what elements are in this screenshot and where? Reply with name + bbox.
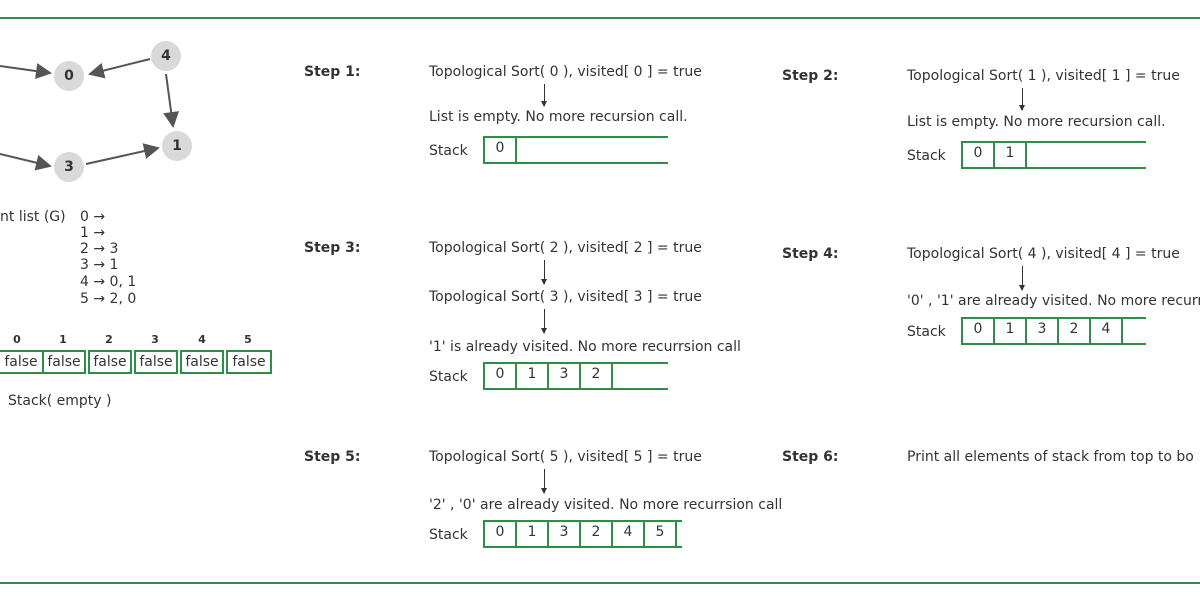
graph-node-0: 0 <box>54 61 84 91</box>
step-1-label: Step 1: <box>304 64 361 80</box>
stack-cell: 0 <box>485 362 517 390</box>
stack-cell: 2 <box>581 520 613 548</box>
adjacency-row-0: 0 → <box>80 209 106 225</box>
step-5-note: '2' , '0' are already visited. No more r… <box>429 497 783 513</box>
stack-cell: 1 <box>995 141 1027 169</box>
visited-index: 1 <box>59 333 67 346</box>
edge-4-to-1 <box>163 73 180 128</box>
adjacency-row-2: 2 → 3 <box>80 241 119 257</box>
visited-index: 0 <box>13 333 21 346</box>
step-1-stack: 0 <box>483 136 668 164</box>
adjacency-list-label: nt list (G) <box>0 209 66 225</box>
stack-cell: 4 <box>613 520 645 548</box>
step-2-call: Topological Sort( 1 ), visited[ 1 ] = tr… <box>907 68 1180 84</box>
visited-cell: false <box>88 350 132 374</box>
step-5-stack: 0 1 3 2 4 5 <box>483 520 682 548</box>
step-3-stack-label: Stack <box>429 369 468 385</box>
stack-cell: 0 <box>963 317 995 345</box>
step-1-call: Topological Sort( 0 ), visited[ 0 ] = tr… <box>429 64 702 80</box>
visited-cell: false <box>42 350 86 374</box>
stack-cell: 4 <box>1091 317 1123 345</box>
visited-index: 2 <box>105 333 113 346</box>
step-1-arrow <box>541 84 547 107</box>
step-4-label: Step 4: <box>782 246 839 262</box>
edge-2-to-3 <box>0 153 52 171</box>
step-3-label: Step 3: <box>304 240 361 256</box>
step-4-call: Topological Sort( 4 ), visited[ 4 ] = tr… <box>907 246 1180 262</box>
graph-edges <box>0 58 180 171</box>
step-6-label: Step 6: <box>782 449 839 465</box>
stack-cell: 1 <box>995 317 1027 345</box>
step-3-stack: 0 1 3 2 <box>483 362 668 390</box>
step-4-stack: 0 1 3 2 4 <box>961 317 1146 345</box>
visited-cell: false <box>226 350 272 374</box>
step-3-arrow-2 <box>541 309 547 334</box>
step-4-arrow <box>1019 266 1025 291</box>
step-5-arrow <box>541 469 547 494</box>
stack-cell: 1 <box>517 520 549 548</box>
visited-cell: false <box>134 350 178 374</box>
adjacency-row-3: 3 → 1 <box>80 257 119 273</box>
initial-stack-label: Stack( empty ) <box>8 393 112 409</box>
bottom-rule <box>0 582 1200 584</box>
visited-index: 4 <box>198 333 206 346</box>
stack-cell: 3 <box>549 362 581 390</box>
graph-node-1: 1 <box>162 131 192 161</box>
stack-cell: 0 <box>485 520 517 548</box>
step-1-stack-label: Stack <box>429 143 468 159</box>
step-5-label: Step 5: <box>304 449 361 465</box>
step-2-label: Step 2: <box>782 68 839 84</box>
step-2-stack: 0 1 <box>961 141 1146 169</box>
stack-cell: 2 <box>581 362 613 390</box>
step-5-call: Topological Sort( 5 ), visited[ 5 ] = tr… <box>429 449 702 465</box>
top-rule <box>0 17 1200 19</box>
step-1-note: List is empty. No more recursion call. <box>429 109 688 125</box>
graph-node-3: 3 <box>54 152 84 182</box>
edge-5-to-0 <box>0 63 52 79</box>
step-3-note: '1' is already visited. No more recurrsi… <box>429 339 741 355</box>
step-2-note: List is empty. No more recursion call. <box>907 114 1166 130</box>
stack-cell: 5 <box>645 520 677 548</box>
visited-cell: false <box>0 350 44 374</box>
step-2-arrow <box>1019 88 1025 111</box>
adjacency-row-4: 4 → 0, 1 <box>80 274 137 290</box>
step-2-stack-label: Stack <box>907 148 946 164</box>
step-3-arrow-1 <box>541 260 547 285</box>
step-4-note: '0' , '1' are already visited. No more r… <box>907 293 1200 309</box>
step-3-call-1: Topological Sort( 2 ), visited[ 2 ] = tr… <box>429 240 702 256</box>
step-6-note: Print all elements of stack from top to … <box>907 449 1194 465</box>
edge-3-to-1 <box>85 143 160 165</box>
stack-cell: 0 <box>963 141 995 169</box>
adjacency-row-5: 5 → 2, 0 <box>80 291 137 307</box>
stack-cell: 3 <box>1027 317 1059 345</box>
edge-4-to-0 <box>88 58 151 79</box>
stack-cell: 0 <box>485 136 517 164</box>
visited-index: 5 <box>244 333 252 346</box>
adjacency-row-1: 1 → <box>80 225 106 241</box>
step-3-call-2: Topological Sort( 3 ), visited[ 3 ] = tr… <box>429 289 702 305</box>
visited-index: 3 <box>151 333 159 346</box>
stack-cell: 1 <box>517 362 549 390</box>
stack-cell: 2 <box>1059 317 1091 345</box>
visited-cell: false <box>180 350 224 374</box>
step-4-stack-label: Stack <box>907 324 946 340</box>
step-5-stack-label: Stack <box>429 527 468 543</box>
stack-cell: 3 <box>549 520 581 548</box>
graph-node-4: 4 <box>151 41 181 71</box>
